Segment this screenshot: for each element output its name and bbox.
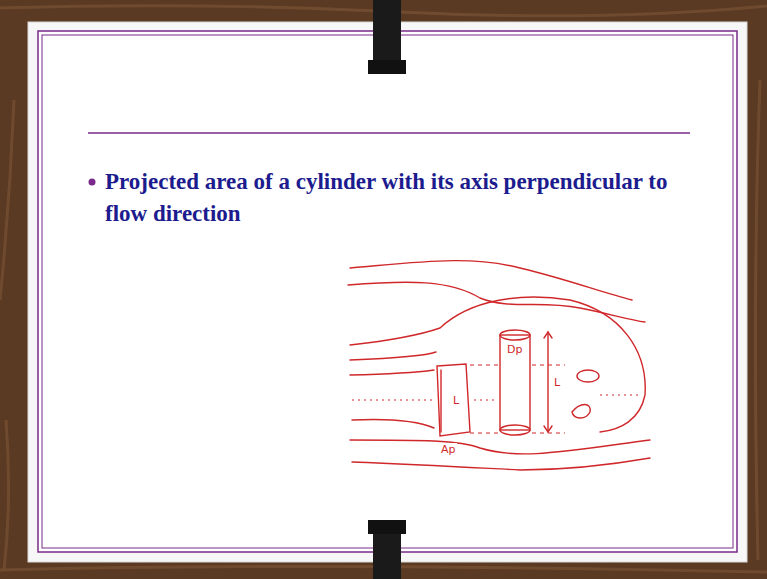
streamline xyxy=(350,297,645,432)
slide-sheet xyxy=(28,22,747,562)
arrow-head xyxy=(544,426,552,432)
flow-sketch xyxy=(348,261,650,470)
streamline xyxy=(350,261,632,300)
guide-line xyxy=(532,365,565,366)
streamline xyxy=(352,458,650,470)
length-label: L xyxy=(452,394,460,407)
length-arrow xyxy=(547,332,548,432)
bullet-text: Projected area of a cylinder with its ax… xyxy=(105,166,705,230)
eddy xyxy=(572,405,590,419)
streamline xyxy=(348,282,645,322)
streamline xyxy=(352,419,434,428)
clip-bottom-jaw xyxy=(368,520,406,534)
area-label: Ap xyxy=(440,443,457,456)
cylinder-top xyxy=(500,330,530,340)
centre-line xyxy=(474,400,496,401)
slide-inner-border xyxy=(42,35,733,548)
projected-area-edge xyxy=(440,370,441,432)
cylinder-bottom xyxy=(500,425,530,435)
streamline xyxy=(350,352,436,360)
centre-line xyxy=(600,395,640,396)
projected-area-rect xyxy=(437,364,470,436)
bullet-dot xyxy=(89,179,96,186)
guide-line xyxy=(532,433,565,434)
streamline xyxy=(350,370,434,375)
wood-grain xyxy=(0,6,767,572)
centre-line xyxy=(352,400,434,401)
clip-top-jaw xyxy=(368,60,406,74)
cylinder-body xyxy=(500,335,530,430)
slide-border xyxy=(38,31,737,552)
diameter-label: Dp xyxy=(506,343,523,356)
guide-line xyxy=(470,365,498,366)
arrow-head xyxy=(544,332,552,338)
length-label: L xyxy=(553,376,561,389)
guide-lines xyxy=(352,365,640,433)
rule-line xyxy=(88,132,690,134)
streamline xyxy=(350,440,650,454)
guide-line xyxy=(470,433,498,434)
eddy xyxy=(577,370,599,382)
